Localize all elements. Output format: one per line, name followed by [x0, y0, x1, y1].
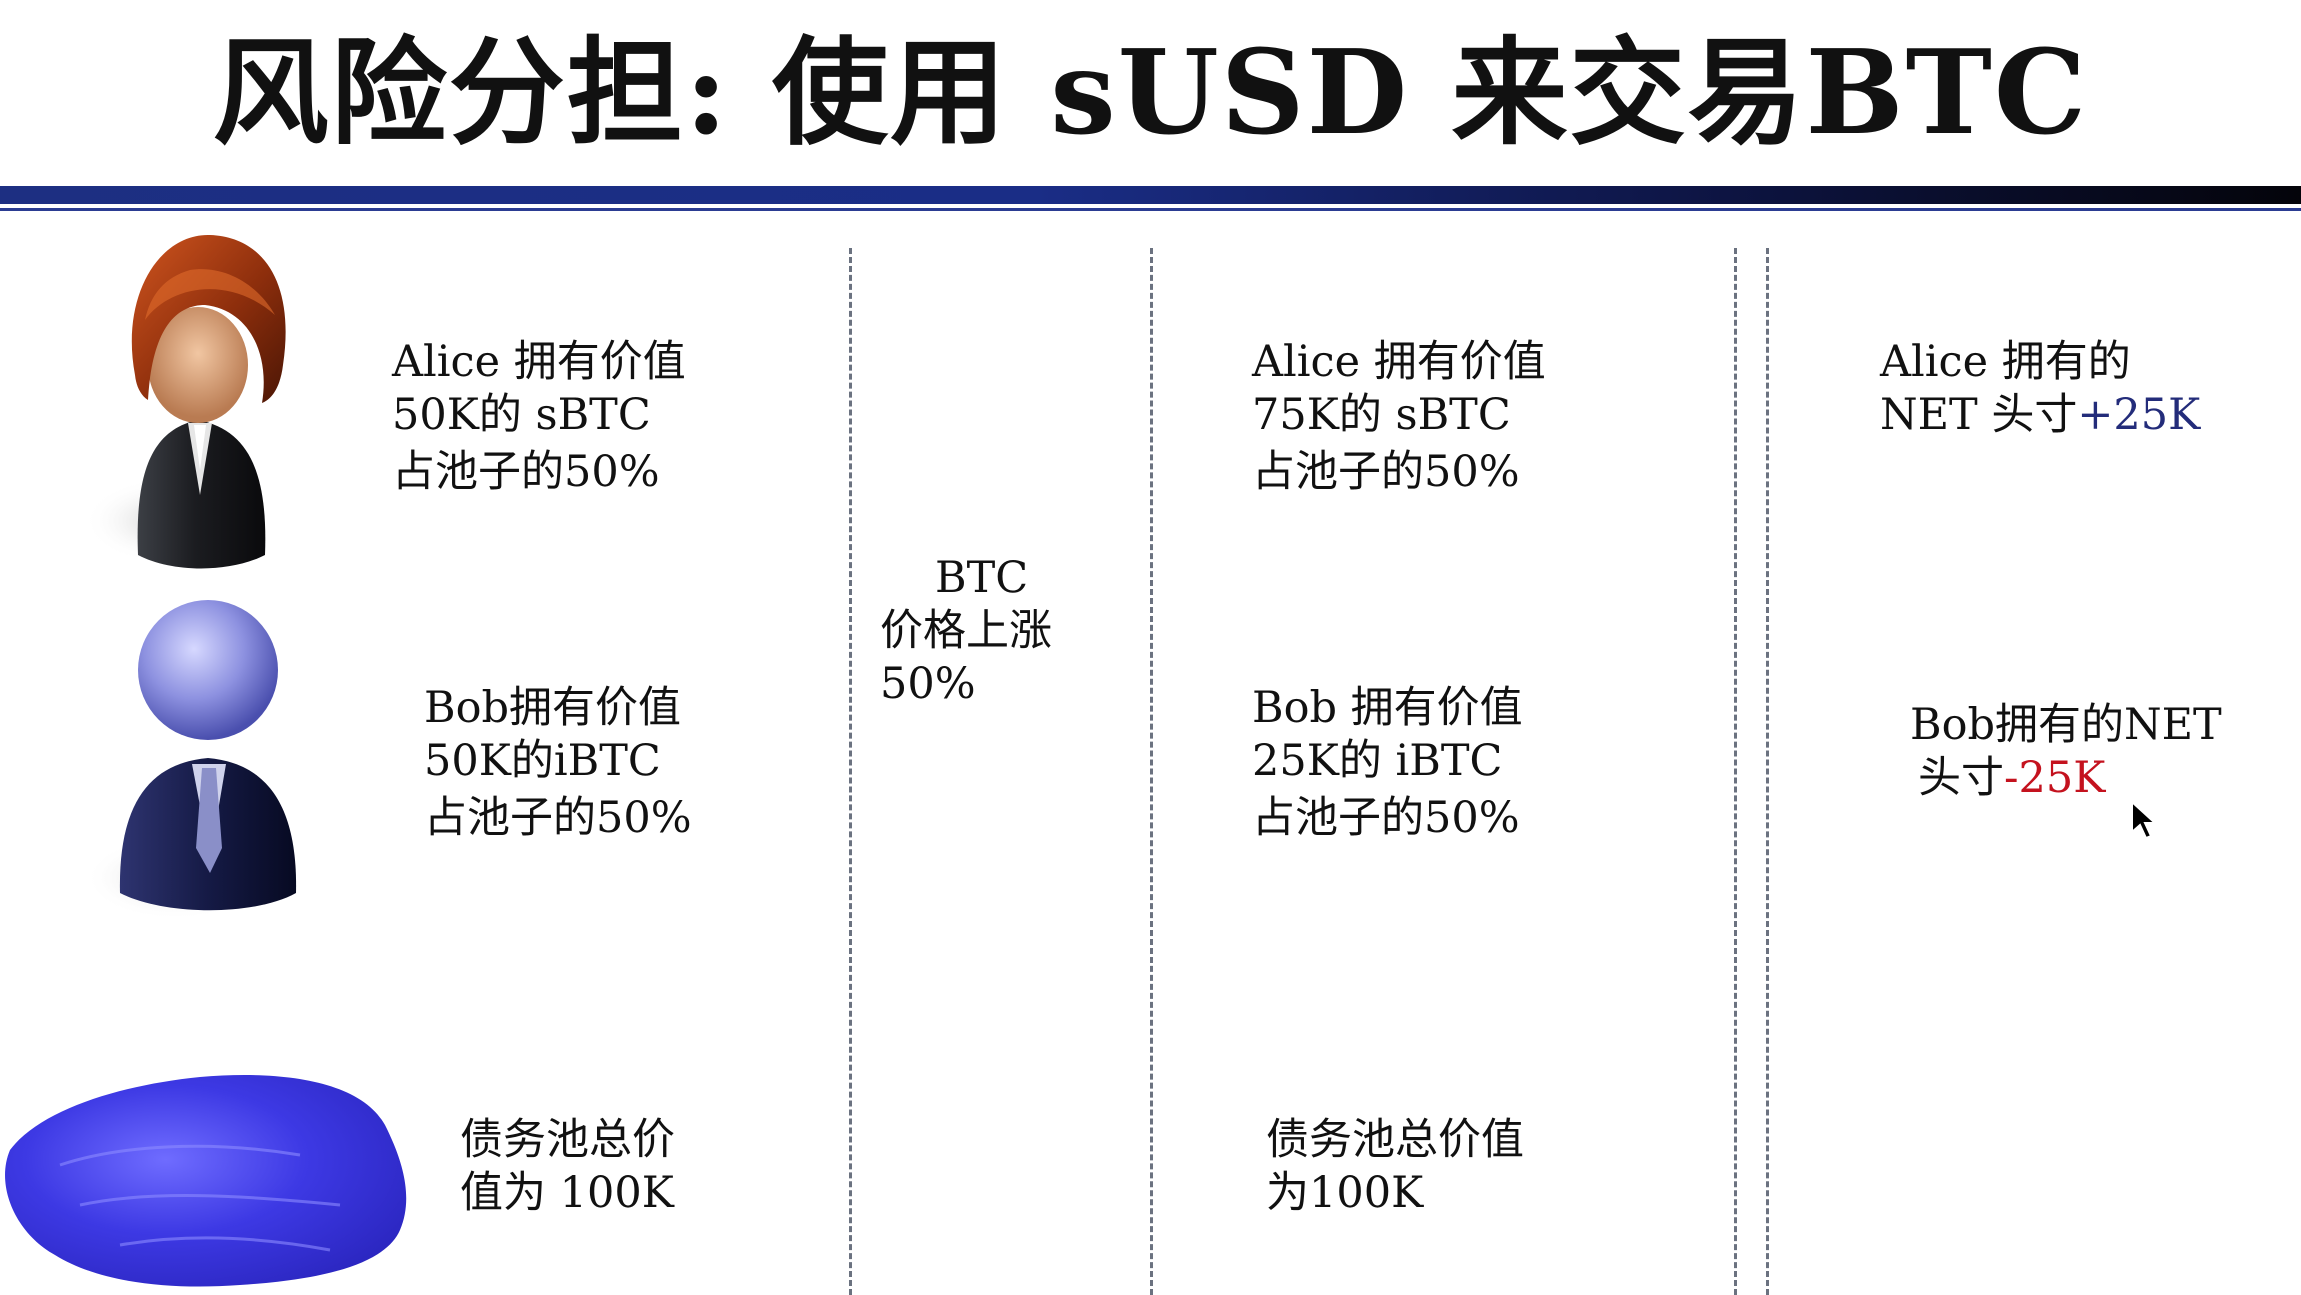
pool-after-line1: 债务池总价值	[1266, 1115, 1524, 1165]
alice-after-holding: Alice 拥有价值 75K的 sBTC 占池子的50%	[1252, 336, 1546, 499]
alice-initial-line1: Alice 拥有价值	[392, 337, 686, 387]
event-line3: 50%	[880, 659, 976, 709]
debt-pool-icon	[5, 1074, 407, 1287]
alice-net-line1: Alice 拥有的	[1880, 337, 2131, 387]
bob-net-line1: Bob拥有的NET	[1910, 700, 2222, 750]
divider-left	[849, 248, 852, 1295]
alice-net-value: +25K	[2077, 390, 2201, 440]
bob-initial-line3: 占池子的50%	[424, 793, 692, 843]
alice-after-line2: 75K的 sBTC	[1252, 390, 1511, 440]
bob-initial-line2: 50K的iBTC	[424, 736, 661, 786]
pool-initial-line1: 债务池总价	[460, 1115, 675, 1165]
alice-initial-holding: Alice 拥有价值 50K的 sBTC 占池子的50%	[392, 336, 686, 499]
alice-after-line1: Alice 拥有价值	[1252, 337, 1546, 387]
bob-after-line1: Bob 拥有价值	[1252, 683, 1523, 733]
pool-initial-total: 债务池总价 值为 100K	[460, 1114, 675, 1220]
divider-right-b	[1766, 248, 1769, 1295]
bob-after-line3: 占池子的50%	[1252, 793, 1520, 843]
alice-avatar-icon	[84, 234, 286, 569]
divider-middle	[1150, 248, 1153, 1295]
alice-initial-line3: 占池子的50%	[392, 447, 660, 497]
alice-initial-line2: 50K的 sBTC	[392, 390, 651, 440]
mouse-cursor-icon	[2131, 800, 2158, 840]
bob-after-line2: 25K的 iBTC	[1252, 736, 1503, 786]
alice-net-prefix: NET 头寸	[1880, 390, 2078, 440]
title-rule	[0, 186, 2301, 211]
bob-net-value: -25K	[2004, 753, 2106, 803]
btc-price-event: BTC 价格上涨 50%	[880, 552, 1052, 711]
event-line1: BTC	[935, 553, 1029, 603]
pool-after-line2: 为100K	[1266, 1168, 1424, 1218]
bob-initial-line1: Bob拥有价值	[424, 683, 682, 733]
bob-initial-holding: Bob拥有价值 50K的iBTC 占池子的50%	[424, 682, 692, 845]
slide-title: 风险分担: 使用 sUSD 来交易BTC	[212, 25, 2089, 161]
pool-after-total: 债务池总价值 为100K	[1266, 1114, 1524, 1220]
event-line2: 价格上涨	[880, 606, 1052, 656]
bob-net-prefix: 头寸	[1918, 753, 2004, 803]
alice-net-line2: NET 头寸+25K	[1880, 389, 2200, 442]
pool-initial-line2: 值为 100K	[460, 1168, 674, 1218]
alice-after-line3: 占池子的50%	[1252, 447, 1520, 497]
alice-net-position: Alice 拥有的 NET 头寸+25K	[1880, 336, 2200, 442]
divider-right-a	[1734, 248, 1737, 1295]
bob-avatar-icon	[85, 600, 297, 920]
bob-after-holding: Bob 拥有价值 25K的 iBTC 占池子的50%	[1252, 682, 1523, 845]
bob-net-line2: 头寸-25K	[1910, 752, 2222, 805]
bob-net-position: Bob拥有的NET 头寸-25K	[1910, 699, 2222, 805]
